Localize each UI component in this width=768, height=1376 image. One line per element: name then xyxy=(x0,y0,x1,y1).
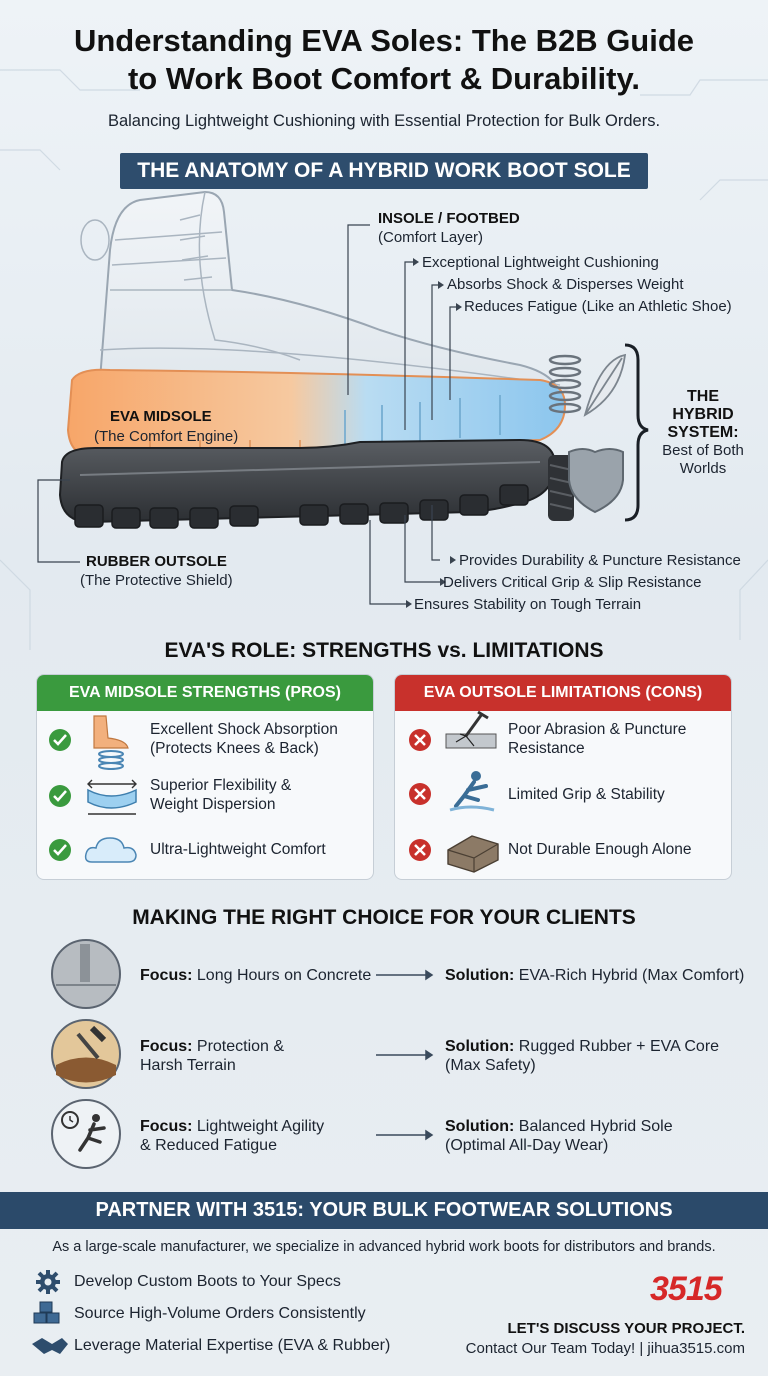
role-heading: EVA'S ROLE: STRENGTHS vs. LIMITATIONS xyxy=(164,639,604,662)
concrete-icon xyxy=(51,939,121,1009)
insole-subtitle: (Comfort Layer) xyxy=(378,229,484,246)
title-line-1: Understanding EVA Soles: The B2B Guide xyxy=(73,23,695,58)
footer-bullet-icons xyxy=(32,1270,68,1354)
outsole-point-1: Provides Durability & Puncture Resistanc… xyxy=(459,552,741,569)
choice-solution-2: Solution: Rugged Rubber + EVA Core (Max … xyxy=(445,1038,720,1074)
choice-focus-1: Focus: Long Hours on Concrete xyxy=(140,967,372,984)
foot-spring-icon xyxy=(93,715,129,770)
cons-item-1: Poor Abrasion & Puncture Resistance xyxy=(508,721,687,757)
cons-title: EVA OUTSOLE LIMITATIONS (CONS) xyxy=(395,675,731,711)
pros-title: EVA MIDSOLE STRENGTHS (PROS) xyxy=(37,675,373,711)
boot-upper xyxy=(88,190,562,401)
gear-icon xyxy=(36,1270,60,1294)
cross-icon xyxy=(409,839,431,861)
pros-icons xyxy=(49,715,137,863)
choice-graphics xyxy=(51,939,434,1169)
check-icon xyxy=(49,785,71,807)
insole-point-1: Exceptional Lightweight Cushioning xyxy=(422,254,659,271)
cloud-icon xyxy=(84,837,137,863)
midsole-title: EVA MIDSOLE xyxy=(110,408,212,425)
contact-link[interactable]: Contact Our Team Today! | jihua3515.com xyxy=(465,1340,745,1357)
pros-panel: EVA MIDSOLE STRENGTHS (PROS) xyxy=(36,674,374,880)
pros-item-3: Ultra-Lightweight Comfort xyxy=(150,841,326,858)
outsole-point-2: Delivers Critical Grip & Slip Resistance xyxy=(443,574,702,591)
hammer-terrain-icon xyxy=(51,1019,121,1089)
pros-item-1: Excellent Shock Absorption (Protects Kne… xyxy=(150,721,338,757)
flex-sole-icon xyxy=(87,779,137,815)
insole-point-2: Absorbs Shock & Disperses Weight xyxy=(447,276,684,293)
feather-icon xyxy=(583,353,627,417)
hybrid-system-label: THE HYBRID SYSTEM: Best of Both Worlds xyxy=(662,388,744,477)
footer-bullet-2: Source High-Volume Orders Consistently xyxy=(74,1305,366,1322)
cta-heading: LET'S DISCUSS YOUR PROJECT. xyxy=(507,1320,745,1337)
choice-solution-1: Solution: EVA-Rich Hybrid (Max Comfort) xyxy=(445,967,745,984)
hybrid-brace xyxy=(624,343,649,522)
footer-bullet-3: Leverage Material Expertise (EVA & Rubbe… xyxy=(74,1337,391,1354)
boot-illustration xyxy=(37,190,649,608)
choice-solution-3: Solution: Balanced Hybrid Sole (Optimal … xyxy=(445,1118,673,1154)
check-icon xyxy=(49,729,71,751)
worn-block-icon xyxy=(447,835,499,873)
page-subtitle: Balancing Lightweight Cushioning with Es… xyxy=(107,112,661,130)
cons-panel: EVA OUTSOLE LIMITATIONS (CONS) xyxy=(394,674,732,880)
midsole-subtitle: (The Comfort Engine) xyxy=(94,428,239,445)
nail-puncture-icon xyxy=(445,710,497,749)
running-clock-icon xyxy=(51,1099,121,1169)
choice-heading: MAKING THE RIGHT CHOICE FOR YOUR CLIENTS xyxy=(132,906,636,929)
insole-title: INSOLE / FOOTBED xyxy=(378,210,520,227)
cons-item-2: Limited Grip & Stability xyxy=(508,786,665,803)
title-line-2: to Work Boot Comfort & Durability. xyxy=(127,61,641,96)
slip-icon xyxy=(449,771,495,812)
cross-icon xyxy=(409,729,431,751)
insole-point-3: Reduces Fatigue (Like an Athletic Shoe) xyxy=(464,298,732,315)
handshake-icon xyxy=(32,1338,68,1354)
boxes-icon xyxy=(33,1301,60,1324)
anatomy-banner: THE ANATOMY OF A HYBRID WORK BOOT SOLE xyxy=(120,153,648,189)
outsole-title: RUBBER OUTSOLE xyxy=(86,553,227,570)
choice-focus-3: Focus: Lightweight Agility & Reduced Fat… xyxy=(140,1118,325,1154)
outsole-subtitle: (The Protective Shield) xyxy=(80,572,233,589)
partner-banner: PARTNER WITH 3515: YOUR BULK FOOTWEAR SO… xyxy=(0,1192,768,1229)
check-icon xyxy=(49,839,71,861)
choice-focus-2: Focus: Protection & Harsh Terrain xyxy=(140,1038,285,1074)
shield-icon xyxy=(568,448,624,514)
partner-intro: As a large-scale manufacturer, we specia… xyxy=(52,1239,716,1255)
brand-logo: 3515 xyxy=(650,1270,723,1308)
cross-icon xyxy=(409,783,431,805)
footer-bullet-1: Develop Custom Boots to Your Specs xyxy=(74,1273,341,1290)
cons-item-3: Not Durable Enough Alone xyxy=(508,841,692,858)
pros-item-2: Superior Flexibility & Weight Dispersion xyxy=(150,777,292,813)
page-title: Understanding EVA Soles: The B2B Guide t… xyxy=(0,22,768,98)
cons-icons xyxy=(409,710,499,873)
spring-icon xyxy=(548,354,582,414)
outsole-point-3: Ensures Stability on Tough Terrain xyxy=(414,596,642,613)
